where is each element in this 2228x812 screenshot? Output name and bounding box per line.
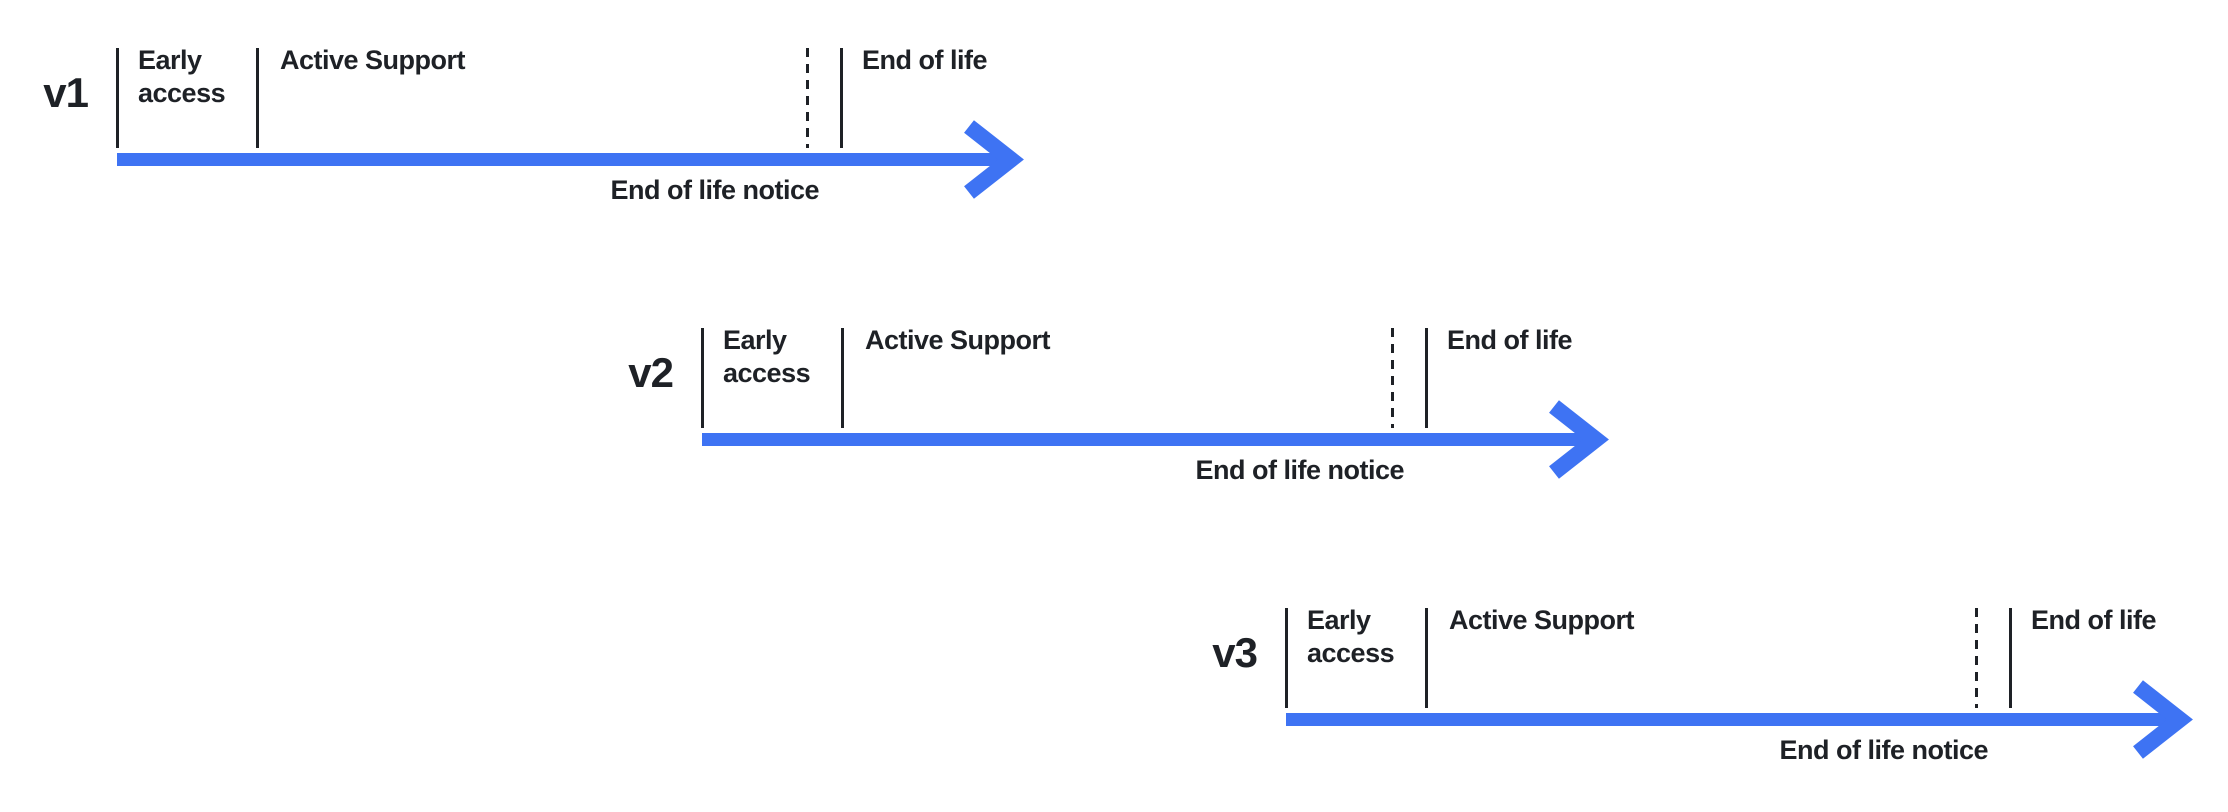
timeline-v2: v2 Early access Active Support End of li… <box>602 320 1642 495</box>
early-access-start-tick <box>701 328 704 428</box>
active-support-start-tick <box>1425 608 1428 708</box>
active-support-label: Active Support <box>1449 605 1635 635</box>
active-support-label: Active Support <box>865 325 1051 355</box>
end-of-life-notice-label: End of life notice <box>610 175 819 205</box>
early-access-start-tick <box>116 48 119 148</box>
end-of-life-tick <box>840 48 843 148</box>
end-of-life-notice-label: End of life notice <box>1195 455 1404 485</box>
end-of-life-notice-dashed-tick <box>806 48 809 148</box>
early-access-label: Early access <box>723 325 811 388</box>
version-label-v1: v1 <box>43 69 89 116</box>
timeline-arrow <box>117 120 1024 199</box>
end-of-life-label: End of life <box>2031 605 2157 635</box>
version-label-v2: v2 <box>628 349 674 396</box>
end-of-life-notice-dashed-tick <box>1391 328 1394 428</box>
timeline-v3: v3 Early access Active Support End of li… <box>1186 600 2226 775</box>
early-access-label: Early access <box>138 45 226 108</box>
active-support-start-tick <box>841 328 844 428</box>
end-of-life-tick <box>1425 328 1428 428</box>
active-support-start-tick <box>256 48 259 148</box>
end-of-life-notice-dashed-tick <box>1975 608 1978 708</box>
version-label-v3: v3 <box>1212 629 1258 676</box>
early-access-label: Early access <box>1307 605 1395 668</box>
timeline-arrow <box>1286 680 2193 759</box>
timeline-arrow <box>702 400 1609 479</box>
end-of-life-label: End of life <box>862 45 988 75</box>
end-of-life-tick <box>2009 608 2012 708</box>
timeline-v1: v1 Early access Active Support End of li… <box>17 40 1057 215</box>
end-of-life-notice-label: End of life notice <box>1779 735 1988 765</box>
active-support-label: Active Support <box>280 45 466 75</box>
end-of-life-label: End of life <box>1447 325 1573 355</box>
early-access-start-tick <box>1285 608 1288 708</box>
